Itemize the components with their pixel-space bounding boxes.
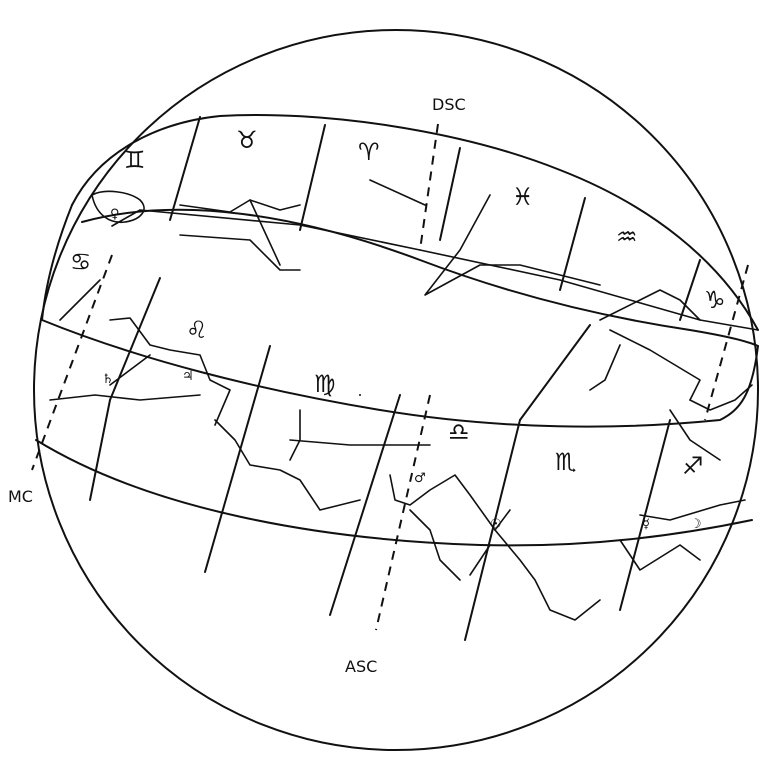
sun-symbol: ☉: [490, 517, 502, 532]
asc-label: ASC: [345, 657, 377, 676]
band-lower-edge-back: [82, 210, 758, 346]
pisces-glyph: ♓: [512, 183, 534, 211]
band-upper-edge-front: [42, 205, 758, 427]
leo-glyph: ♌: [186, 316, 208, 344]
mc-label: MC: [8, 487, 33, 506]
aquarius-glyph: ♒: [616, 223, 638, 251]
saturn-symbol: ♄: [102, 372, 114, 387]
moon-symbol: ☽: [690, 517, 702, 532]
virgo-glyph: ♍: [314, 370, 336, 398]
venus-symbol: ♀: [110, 207, 120, 222]
libra-glyph: ♎: [448, 418, 470, 446]
mercury-symbol: ☿: [642, 517, 650, 532]
constellation-lines-front: [50, 280, 752, 620]
mars-symbol: ♂: [414, 471, 426, 486]
mc-meridian: [32, 255, 112, 470]
scorpio-glyph: ♏: [555, 448, 577, 476]
dsc-meridian: [420, 124, 438, 250]
constellation-lines-back: [92, 180, 758, 400]
asc-meridian: [376, 395, 430, 630]
capricorn-glyph: ♑: [704, 286, 726, 314]
planet-symbols: ♀ ♄ ♃ ♂ ☉ ☿ ☽: [102, 207, 702, 532]
cancer-glyph: ♋: [70, 248, 92, 276]
gemini-glyph: ♊: [124, 146, 146, 174]
band-upper-edge-back: [72, 115, 758, 330]
aries-glyph: ♈: [358, 138, 380, 166]
taurus-glyph: ♉: [236, 126, 258, 154]
jupiter-symbol: ♃: [182, 369, 194, 384]
sagittarius-glyph: ♐: [682, 452, 704, 480]
dsc-label: DSC: [432, 95, 466, 114]
